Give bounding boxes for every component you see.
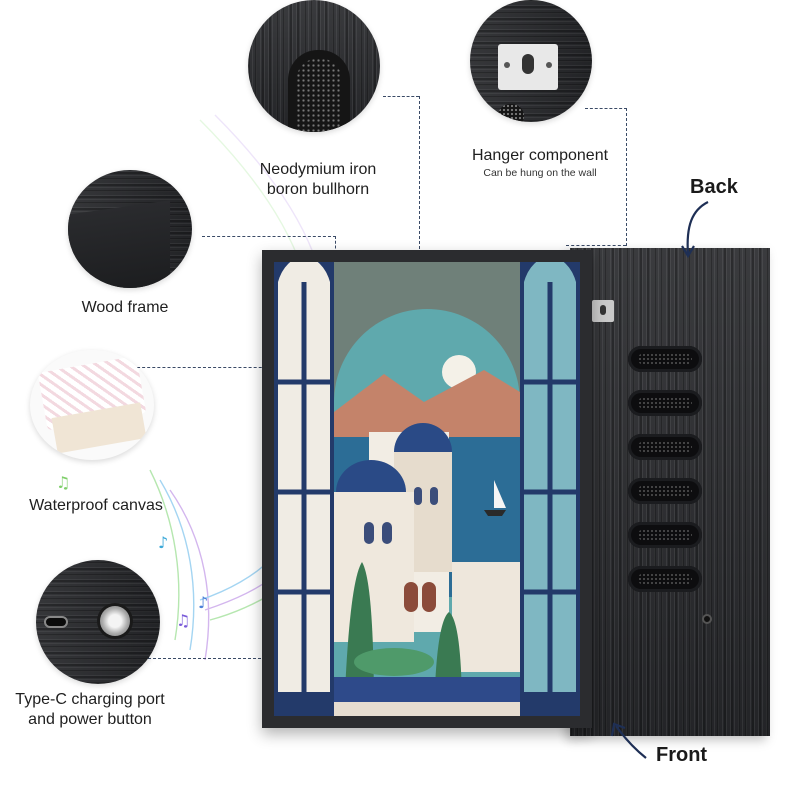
speaker-grill-icon xyxy=(628,434,702,460)
wood-frame-label: Wood frame xyxy=(81,299,169,316)
santorini-painting xyxy=(274,262,580,716)
hanger-hole-icon xyxy=(498,44,558,90)
speaker-grill-icon xyxy=(498,104,524,122)
frame-back-panel xyxy=(570,248,770,736)
arrow-icon xyxy=(681,201,709,259)
connector-hanger-h2 xyxy=(566,245,626,246)
canvas-artwork xyxy=(274,262,580,716)
bullhorn-label: Neodymium iron boron bullhorn xyxy=(259,161,377,198)
svg-text:♫: ♫ xyxy=(56,473,70,492)
connector-charging xyxy=(148,658,276,659)
bullhorn-detail-image xyxy=(248,0,380,132)
speaker-grill-icon xyxy=(628,522,702,548)
speaker-grill-icon xyxy=(628,346,702,372)
speaker-grill-icon xyxy=(628,478,702,504)
connector-bullhorn-h xyxy=(383,96,419,97)
hanger-hole-icon xyxy=(592,300,614,322)
hanger-detail-image xyxy=(470,0,592,122)
frame-front xyxy=(262,250,592,728)
canvas-label: Waterproof canvas xyxy=(29,497,163,514)
back-view-label: Back xyxy=(690,176,738,198)
speaker-grill-icon xyxy=(628,566,702,592)
svg-text:♪: ♪ xyxy=(198,593,208,612)
connector-bullhorn xyxy=(419,96,420,274)
speaker-grill-icon xyxy=(288,50,350,132)
hanger-label: Hanger component Can be hung on the wall xyxy=(471,147,609,179)
charging-label: Type-C charging port and power button xyxy=(15,691,165,728)
connector-wood xyxy=(202,236,336,237)
usb-c-port-icon xyxy=(44,616,68,628)
svg-text:♪: ♪ xyxy=(158,533,168,552)
arrow-icon xyxy=(610,722,647,759)
back-button-icon xyxy=(702,614,712,624)
music-note-icon: ♪ ♫ ♪ ♫ xyxy=(56,473,208,630)
svg-text:♫: ♫ xyxy=(176,611,190,630)
connector-hanger-v xyxy=(626,108,627,246)
wood-frame-detail-image xyxy=(68,170,192,288)
connector-hanger-h xyxy=(585,108,627,109)
speaker-grill-icon xyxy=(628,390,702,416)
power-button-icon xyxy=(100,606,130,636)
charging-detail-image xyxy=(36,560,160,684)
front-view-label: Front xyxy=(656,744,708,766)
connector-canvas xyxy=(132,367,282,368)
canvas-detail-image xyxy=(30,350,154,460)
